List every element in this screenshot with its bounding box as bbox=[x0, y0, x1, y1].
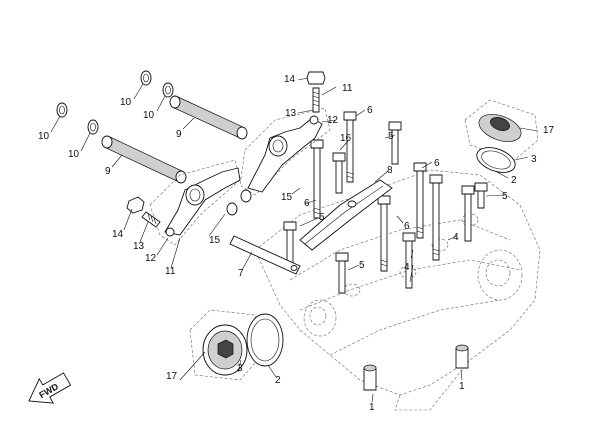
rocker-arm-upper bbox=[239, 107, 331, 196]
callout-13: 13 bbox=[285, 108, 297, 119]
callout-17: 17 bbox=[543, 125, 555, 136]
camshaft-bracket bbox=[299, 179, 393, 251]
callout-10: 10 bbox=[143, 110, 155, 121]
callout-1: 1 bbox=[459, 381, 465, 392]
callout-8: 8 bbox=[387, 165, 393, 176]
callout-4: 4 bbox=[404, 262, 410, 273]
callout-13: 13 bbox=[133, 241, 145, 252]
callout-1: 1 bbox=[369, 402, 375, 413]
callout-11: 11 bbox=[342, 83, 353, 94]
bolt bbox=[474, 182, 488, 209]
bolt bbox=[402, 232, 416, 289]
rocker-shaft-upper bbox=[169, 95, 248, 140]
bolt bbox=[377, 195, 391, 272]
lock-nut-upper bbox=[306, 71, 326, 85]
adjuster-screw-upper bbox=[312, 87, 320, 113]
callout-9: 9 bbox=[176, 129, 182, 140]
callout-10: 10 bbox=[68, 149, 80, 160]
rocker-shaft-lower bbox=[101, 135, 187, 184]
callout-12: 12 bbox=[145, 253, 157, 264]
callout-labels: 14 11 13 12 6 10 10 10 10 9 9 16 5 8 15 … bbox=[38, 74, 555, 413]
fwd-arrow-icon: FWD bbox=[28, 372, 72, 404]
callout-4: 4 bbox=[453, 232, 459, 243]
dowel-pin-right bbox=[455, 344, 469, 369]
bolt bbox=[335, 252, 349, 294]
callout-5: 5 bbox=[388, 131, 394, 142]
callout-14: 14 bbox=[284, 74, 296, 85]
callout-12: 12 bbox=[327, 115, 339, 126]
lock-nut-lower bbox=[126, 196, 145, 214]
washer-set bbox=[56, 70, 174, 135]
callout-17: 17 bbox=[166, 371, 178, 382]
dowel-pin-left bbox=[363, 364, 377, 391]
bolt bbox=[332, 152, 346, 194]
callout-3: 3 bbox=[237, 363, 243, 374]
callout-6: 6 bbox=[367, 105, 373, 116]
callout-15: 15 bbox=[209, 235, 221, 246]
bolt bbox=[343, 111, 357, 183]
guide-plate bbox=[229, 235, 301, 275]
callout-14: 14 bbox=[112, 229, 124, 240]
bolt bbox=[461, 185, 475, 242]
rocker-arm-lower bbox=[149, 159, 241, 246]
callout-10: 10 bbox=[120, 97, 132, 108]
cylinder-head bbox=[254, 169, 541, 411]
callout-6: 6 bbox=[434, 158, 440, 169]
leader-lines bbox=[50, 77, 539, 403]
adjuster-screw-lower bbox=[141, 211, 161, 228]
callout-3: 3 bbox=[531, 154, 537, 165]
bolt bbox=[388, 121, 402, 165]
tappet-cover-lower bbox=[189, 309, 284, 381]
tappet-cover-upper bbox=[464, 99, 539, 173]
callout-11: 11 bbox=[165, 266, 176, 277]
callout-5: 5 bbox=[359, 260, 365, 271]
callout-6: 6 bbox=[304, 198, 310, 209]
bolt bbox=[310, 139, 324, 219]
callout-2: 2 bbox=[275, 375, 281, 386]
seal-set bbox=[226, 189, 252, 216]
callout-9: 9 bbox=[105, 166, 111, 177]
callout-2: 2 bbox=[511, 175, 517, 186]
bolt bbox=[283, 221, 297, 265]
callout-7: 7 bbox=[238, 268, 244, 279]
bolt bbox=[429, 174, 443, 261]
callout-5: 5 bbox=[502, 191, 508, 202]
callout-16: 16 bbox=[340, 133, 352, 144]
callout-15: 15 bbox=[281, 192, 293, 203]
bolt bbox=[413, 162, 427, 239]
bolt-set bbox=[283, 111, 488, 294]
callout-10: 10 bbox=[38, 131, 50, 142]
callout-5: 5 bbox=[319, 212, 325, 223]
callout-6: 6 bbox=[404, 221, 410, 232]
